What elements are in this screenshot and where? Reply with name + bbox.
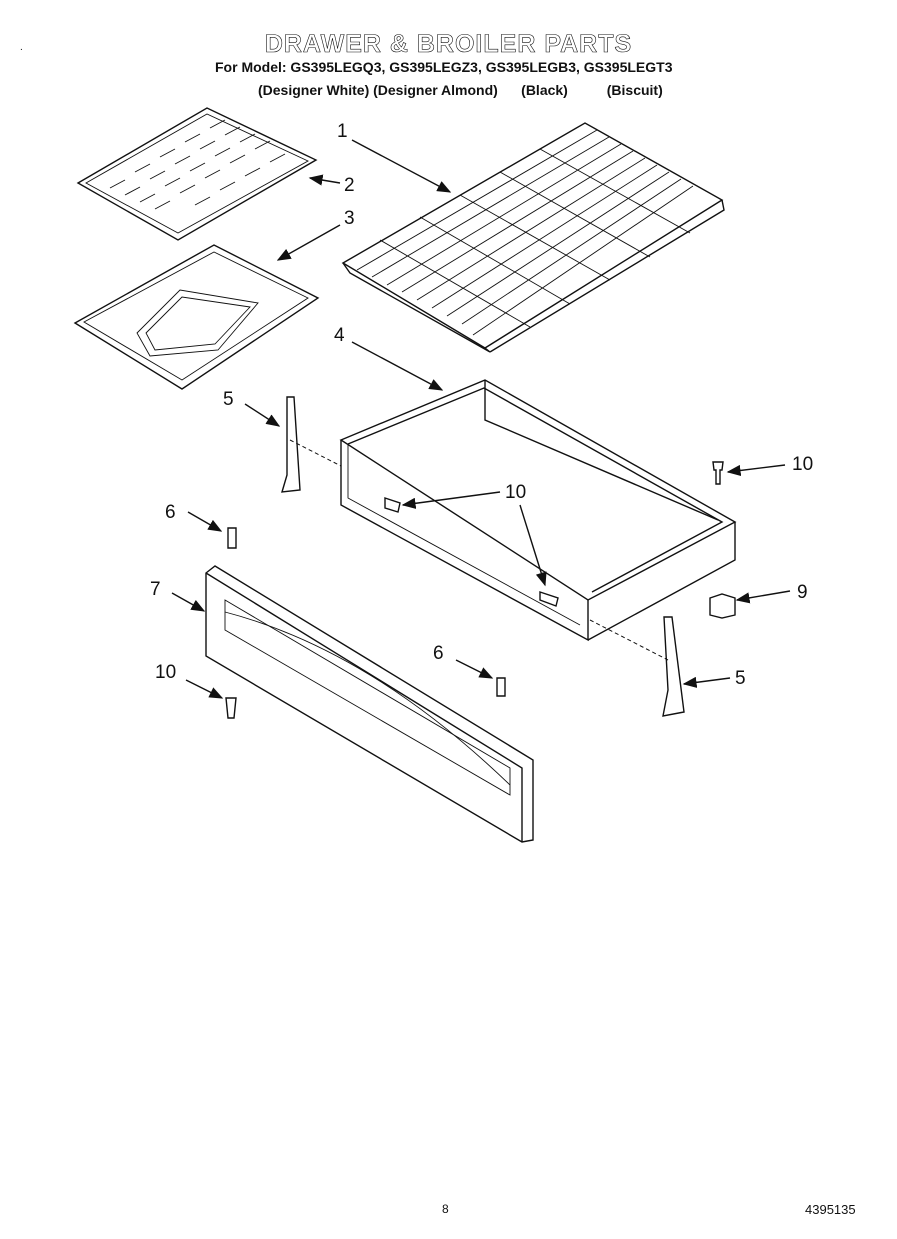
callout-10-right: 10 — [792, 454, 813, 475]
callout-6-right: 6 — [433, 643, 444, 664]
leader-lines — [171, 139, 791, 699]
bracket-part — [709, 593, 736, 619]
screw-parts — [225, 461, 724, 719]
corner-mark: . — [20, 42, 23, 53]
broiler-pan-part — [73, 244, 320, 390]
drawer-glide-part — [281, 396, 685, 717]
page-title: DRAWER & BROILER PARTS — [264, 30, 633, 59]
color-list: (Designer White) (Designer Almond) (Blac… — [258, 82, 663, 98]
callout-1: 1 — [337, 121, 348, 142]
rack-part — [341, 122, 725, 353]
callout-5-right: 5 — [735, 668, 746, 689]
callout-6-left: 6 — [165, 502, 176, 523]
callout-10-left: 10 — [155, 662, 176, 683]
drawer-panel-part — [205, 565, 534, 843]
broiler-grid-part — [76, 107, 318, 241]
document-number: 4395135 — [805, 1202, 856, 1217]
callout-3: 3 — [344, 208, 355, 229]
callout-5-left: 5 — [223, 389, 234, 410]
drawer-part — [339, 379, 737, 642]
callout-10-center: 10 — [505, 482, 526, 503]
callout-7: 7 — [150, 579, 161, 600]
model-list: For Model: GS395LEGQ3, GS395LEGZ3, GS395… — [215, 59, 673, 75]
page-number: 8 — [442, 1202, 449, 1216]
callout-4: 4 — [334, 325, 345, 346]
callout-9: 9 — [797, 582, 808, 603]
callout-2: 2 — [344, 175, 355, 196]
